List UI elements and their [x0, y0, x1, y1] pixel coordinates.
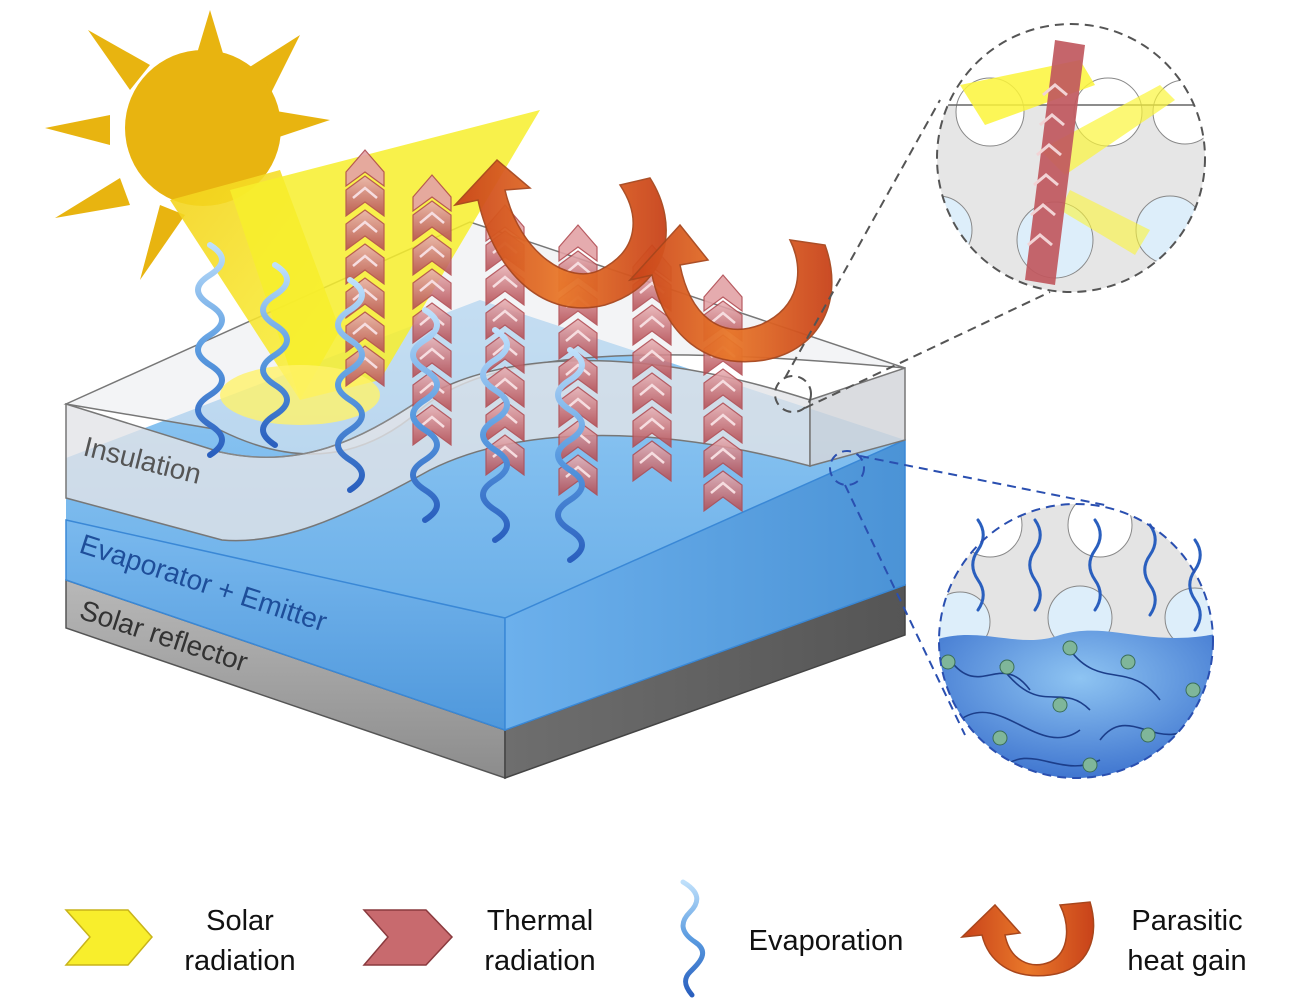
legend-parasitic-line2: heat gain — [1127, 945, 1246, 977]
parasitic-heat-arrow-icon — [959, 901, 1095, 977]
legend-solar-line1: Solar — [206, 905, 274, 937]
evaporation-wave-icon — [260, 262, 290, 448]
legend-solar-line2: radiation — [184, 945, 295, 977]
evaporation-wave-icon — [1143, 523, 1157, 617]
evaporation-wave-icon — [680, 879, 706, 998]
evaporation-wave-icon — [410, 307, 440, 523]
evaporation-wave-icon — [335, 277, 365, 493]
legend-evaporation: Evaporation — [680, 879, 904, 998]
legend-evaporation-label: Evaporation — [749, 925, 904, 957]
evaporation-wave-icon — [1188, 538, 1202, 632]
parasitic-heat-arrow-1 — [452, 158, 667, 309]
evaporation-wave-icon — [555, 347, 585, 563]
legend-thermal-radiation: Thermal radiation — [362, 905, 596, 977]
legend-solar-radiation: Solar radiation — [64, 905, 296, 977]
evaporation-wave-icon — [480, 327, 510, 543]
sun-icon — [45, 10, 330, 280]
evaporation-wave-icon — [1028, 518, 1042, 612]
legend-parasitic-line1: Parasitic — [1131, 905, 1242, 937]
legend-thermal-line2: radiation — [484, 945, 595, 977]
zoom-lines — [774, 99, 1106, 736]
legend-parasitic-heat-gain: Parasitic heat gain — [959, 901, 1247, 977]
legend-thermal-line1: Thermal — [487, 905, 593, 937]
thermal-arrow-icon — [412, 174, 452, 447]
evaporation-wave-icon — [971, 518, 985, 612]
insulation-magnifier-circle — [936, 23, 1206, 293]
evaporation-wave-icon — [195, 242, 225, 458]
parasitic-heat-arrow-2 — [627, 223, 833, 363]
solar-arrow-icon — [64, 909, 153, 966]
evaporation-waves — [195, 242, 585, 563]
evaporator-magnifier-circle — [938, 503, 1214, 779]
evaporation-wave-icon — [1088, 518, 1102, 612]
legend: Solar radiation Thermal radiation Evapor… — [64, 879, 1247, 998]
thermal-arrow-icon — [362, 909, 454, 966]
